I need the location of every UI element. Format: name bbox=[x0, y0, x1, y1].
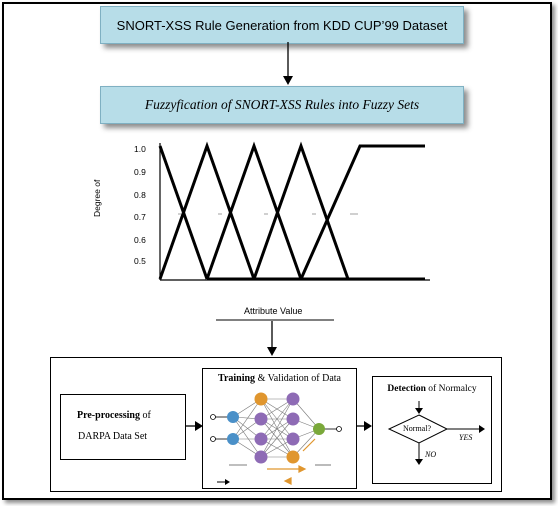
training-title: Training bbox=[218, 373, 256, 384]
hidden-node bbox=[254, 412, 268, 426]
no-label: NO bbox=[425, 450, 437, 459]
detection-box: Detection of Normalcy Normal? YES NO bbox=[372, 376, 492, 484]
input-node bbox=[227, 411, 239, 423]
arrow-down-1 bbox=[283, 42, 293, 85]
membership-line bbox=[205, 141, 303, 280]
rule-generation-box: SNORT-XSS Rule Generation from KDD CUP’9… bbox=[100, 6, 464, 44]
rule-generation-label: SNORT-XSS Rule Generation from KDD CUP’9… bbox=[116, 17, 448, 33]
membership-line bbox=[158, 141, 256, 280]
training-box: Training & Validation of Data bbox=[202, 368, 357, 489]
training-title-rest: & Validation of Data bbox=[255, 373, 341, 384]
hidden-node bbox=[254, 450, 268, 464]
hidden-node bbox=[286, 450, 300, 464]
membership-line bbox=[252, 141, 350, 280]
hidden-node bbox=[286, 432, 300, 446]
output-node bbox=[313, 423, 325, 435]
arrow-right-1 bbox=[186, 421, 203, 431]
y-tick-label: 1.0 bbox=[134, 144, 146, 154]
decision-flow bbox=[387, 401, 485, 465]
detection-title-rest: of Normalcy bbox=[425, 384, 477, 394]
outer-frame bbox=[2, 2, 552, 500]
detection-title: Detection bbox=[387, 384, 426, 394]
preprocessing-box: Pre-processing of DARPA Data Set bbox=[60, 394, 186, 460]
y-tick-label: 0.6 bbox=[134, 235, 146, 245]
fuzzification-box: Fuzzyfication of SNORT-XSS Rules into Fu… bbox=[100, 86, 464, 124]
y-tick-label: 0.5 bbox=[134, 256, 146, 266]
y-tick-label: 0.9 bbox=[134, 167, 146, 177]
preprocessing-subtitle: DARPA Data Set bbox=[78, 431, 148, 442]
preprocessing-title-rest: of bbox=[139, 410, 151, 421]
preprocessing-title: Pre-processing bbox=[77, 410, 140, 421]
input-node bbox=[227, 433, 239, 445]
y-tick-label: 0.7 bbox=[134, 212, 146, 222]
membership-line bbox=[299, 144, 425, 280]
hidden-node bbox=[286, 412, 300, 426]
hidden-node bbox=[254, 432, 268, 446]
y-tick-label: 0.8 bbox=[134, 190, 146, 200]
arrow-right-2 bbox=[357, 421, 372, 431]
hidden-node bbox=[286, 392, 300, 406]
fuzzification-label: Fuzzyfication of SNORT-XSS Rules into Fu… bbox=[144, 97, 420, 112]
x-axis-label: Attribute Value bbox=[244, 306, 303, 316]
yes-label: YES bbox=[459, 433, 473, 442]
neural-network-diagram bbox=[210, 392, 342, 485]
ids-pipeline-frame bbox=[50, 357, 502, 492]
hidden-node bbox=[254, 392, 268, 406]
decision-label: Normal? bbox=[403, 424, 431, 433]
